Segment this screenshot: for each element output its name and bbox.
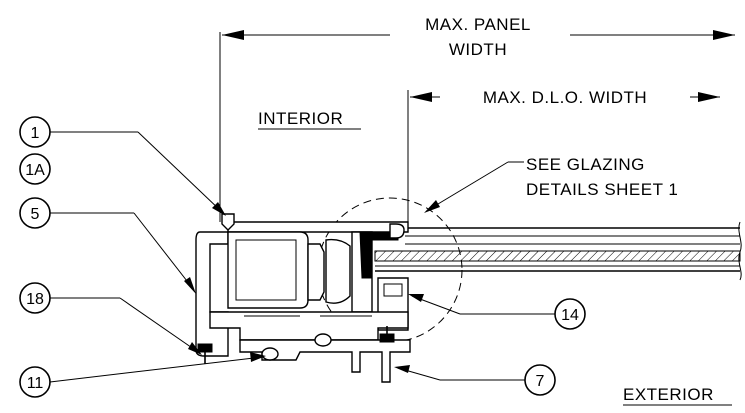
arrow-left: [222, 30, 244, 40]
max-dlo-width-label: MAX. D.L.O. WIDTH: [483, 88, 647, 107]
callout-18-leader-b: [119, 297, 199, 353]
callout-11-number: 11: [27, 375, 44, 392]
callout-11-leader: [49, 356, 263, 383]
see-glazing-leader-b: [427, 161, 509, 211]
callout-1: 1: [19, 116, 226, 216]
callout-7-number: 7: [536, 373, 545, 390]
thermal-break-left: [307, 243, 325, 301]
frame-profile: [195, 213, 411, 383]
top-rail: [227, 221, 409, 233]
top-gasket: [389, 223, 405, 239]
callout-14: 14: [408, 294, 586, 330]
dlo-arrow-left: [410, 92, 432, 102]
callout-7: 7: [394, 364, 556, 396]
glass-interlayer: [374, 250, 741, 262]
callout-14-number: 14: [561, 307, 579, 324]
callout-5-arrow: [184, 277, 196, 294]
callout-18: 18: [19, 282, 202, 355]
callout-1-number: 1: [31, 125, 40, 142]
outer-frame-left: [195, 231, 229, 357]
callout-1-leader-b: [137, 131, 223, 213]
glass-panel: [374, 221, 742, 281]
see-glazing-label-2: DETAILS SHEET 1: [526, 180, 678, 199]
max-panel-width-dimension: MAX. PANEL WIDTH: [219, 15, 735, 222]
glass-break-line: [738, 221, 742, 281]
max-panel-width-label-1: MAX. PANEL: [425, 15, 531, 34]
exterior-label: EXTERIOR: [623, 385, 714, 404]
frame-top-clip: [221, 213, 235, 231]
main-chamber-inner: [235, 239, 297, 301]
callout-1a-number: 1A: [25, 162, 45, 179]
callout-5-leader-b: [133, 212, 195, 291]
callout-18-arrow: [188, 342, 202, 355]
dlo-arrow-right: [698, 92, 720, 102]
arrow-right: [713, 30, 735, 40]
max-panel-width-label-2: WIDTH: [449, 40, 507, 59]
see-glazing-arrow: [424, 200, 440, 213]
callout-1-arrow: [212, 202, 226, 216]
lower-sill: [209, 311, 409, 341]
callout-11: 11: [19, 352, 266, 398]
interior-label: INTERIOR: [258, 109, 343, 128]
gasket-b: [314, 333, 332, 347]
fastener-left: [197, 343, 213, 353]
callout-1a: 1A: [19, 153, 51, 185]
callout-1a-circle: [19, 153, 51, 185]
gasket-a: [261, 347, 279, 361]
fastener-right: [379, 333, 395, 343]
callout-18-number: 18: [26, 291, 44, 308]
see-glazing-label-1: SEE GLAZING: [526, 155, 645, 174]
callout-11-arrow: [250, 352, 266, 362]
callout-5: 5: [19, 197, 196, 294]
right-chamber-inner: [383, 283, 403, 297]
max-dlo-width-dimension: MAX. D.L.O. WIDTH: [407, 88, 720, 222]
callout-5-number: 5: [31, 206, 40, 223]
callout-7-arrow: [394, 365, 410, 373]
callout-14-arrow: [408, 294, 424, 302]
thermal-break-right: [325, 238, 351, 304]
